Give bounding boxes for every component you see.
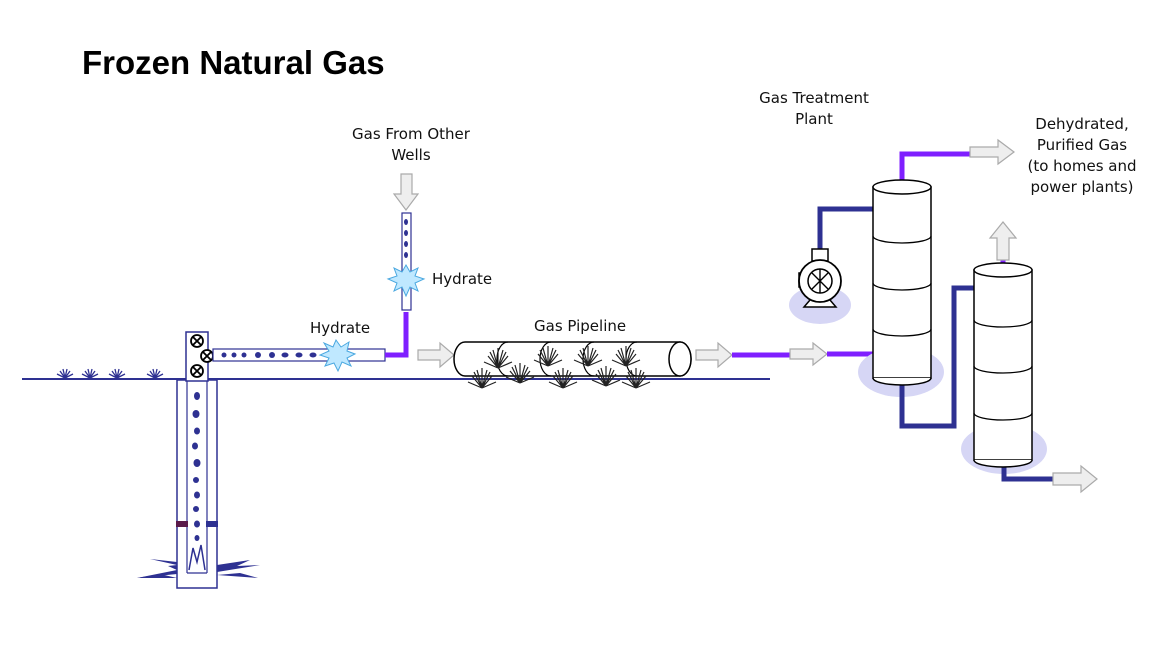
other-wells-label: Gas From Other Wells: [345, 124, 477, 166]
output-gas-label: Dehydrated, Purified Gas (to homes and p…: [1021, 114, 1143, 198]
other-wells-label-line1: Gas From Other: [352, 125, 470, 143]
treatment-tower: [872, 179, 932, 386]
gas-bubbles: [221, 352, 317, 358]
grass-icon: [56, 368, 164, 379]
output-gas-label-line3: (to homes and: [1027, 157, 1137, 175]
navy-pipe: [899, 285, 974, 429]
other-wells-line: [401, 212, 412, 311]
hydrate-burst-icon: [386, 263, 426, 298]
other-wells-label-line2: Wells: [391, 146, 431, 164]
flow-arrow-icon: [789, 341, 828, 367]
well-bore: [176, 379, 218, 589]
gas-pipeline: [453, 341, 692, 377]
fracture-lines: [137, 559, 260, 578]
pump-icon: [798, 248, 842, 308]
treatment-tower: [973, 262, 1033, 468]
output-gas-label-line4: power plants): [1030, 178, 1134, 196]
treatment-plant-label-line2: Plant: [795, 110, 833, 128]
treatment-plant-label-line1: Gas Treatment: [759, 89, 869, 107]
flow-arrow-icon: [1052, 464, 1098, 494]
purple-pipe-junction: [385, 312, 409, 358]
flow-arrow-icon: [988, 221, 1018, 261]
output-gas-label-line1: Dehydrated,: [1035, 115, 1129, 133]
flow-arrow-icon: [695, 341, 733, 369]
flow-arrow-icon: [392, 173, 420, 211]
hydrate-burst-icon: [318, 338, 357, 373]
hydrate-label-upper: Hydrate: [432, 270, 493, 288]
navy-pipe: [817, 206, 874, 253]
output-gas-label-line2: Purified Gas: [1036, 136, 1128, 154]
purple-pipe: [899, 151, 970, 187]
hydrate-label-lower: Hydrate: [310, 319, 371, 337]
flow-arrow-icon: [417, 341, 455, 369]
gas-bubbles: [404, 219, 408, 258]
pipeline-label: Gas Pipeline: [534, 317, 627, 335]
page-title: Frozen Natural Gas: [82, 44, 385, 81]
treatment-plant-label: Gas Treatment Plant: [748, 88, 880, 130]
flow-arrow-icon: [969, 138, 1015, 166]
